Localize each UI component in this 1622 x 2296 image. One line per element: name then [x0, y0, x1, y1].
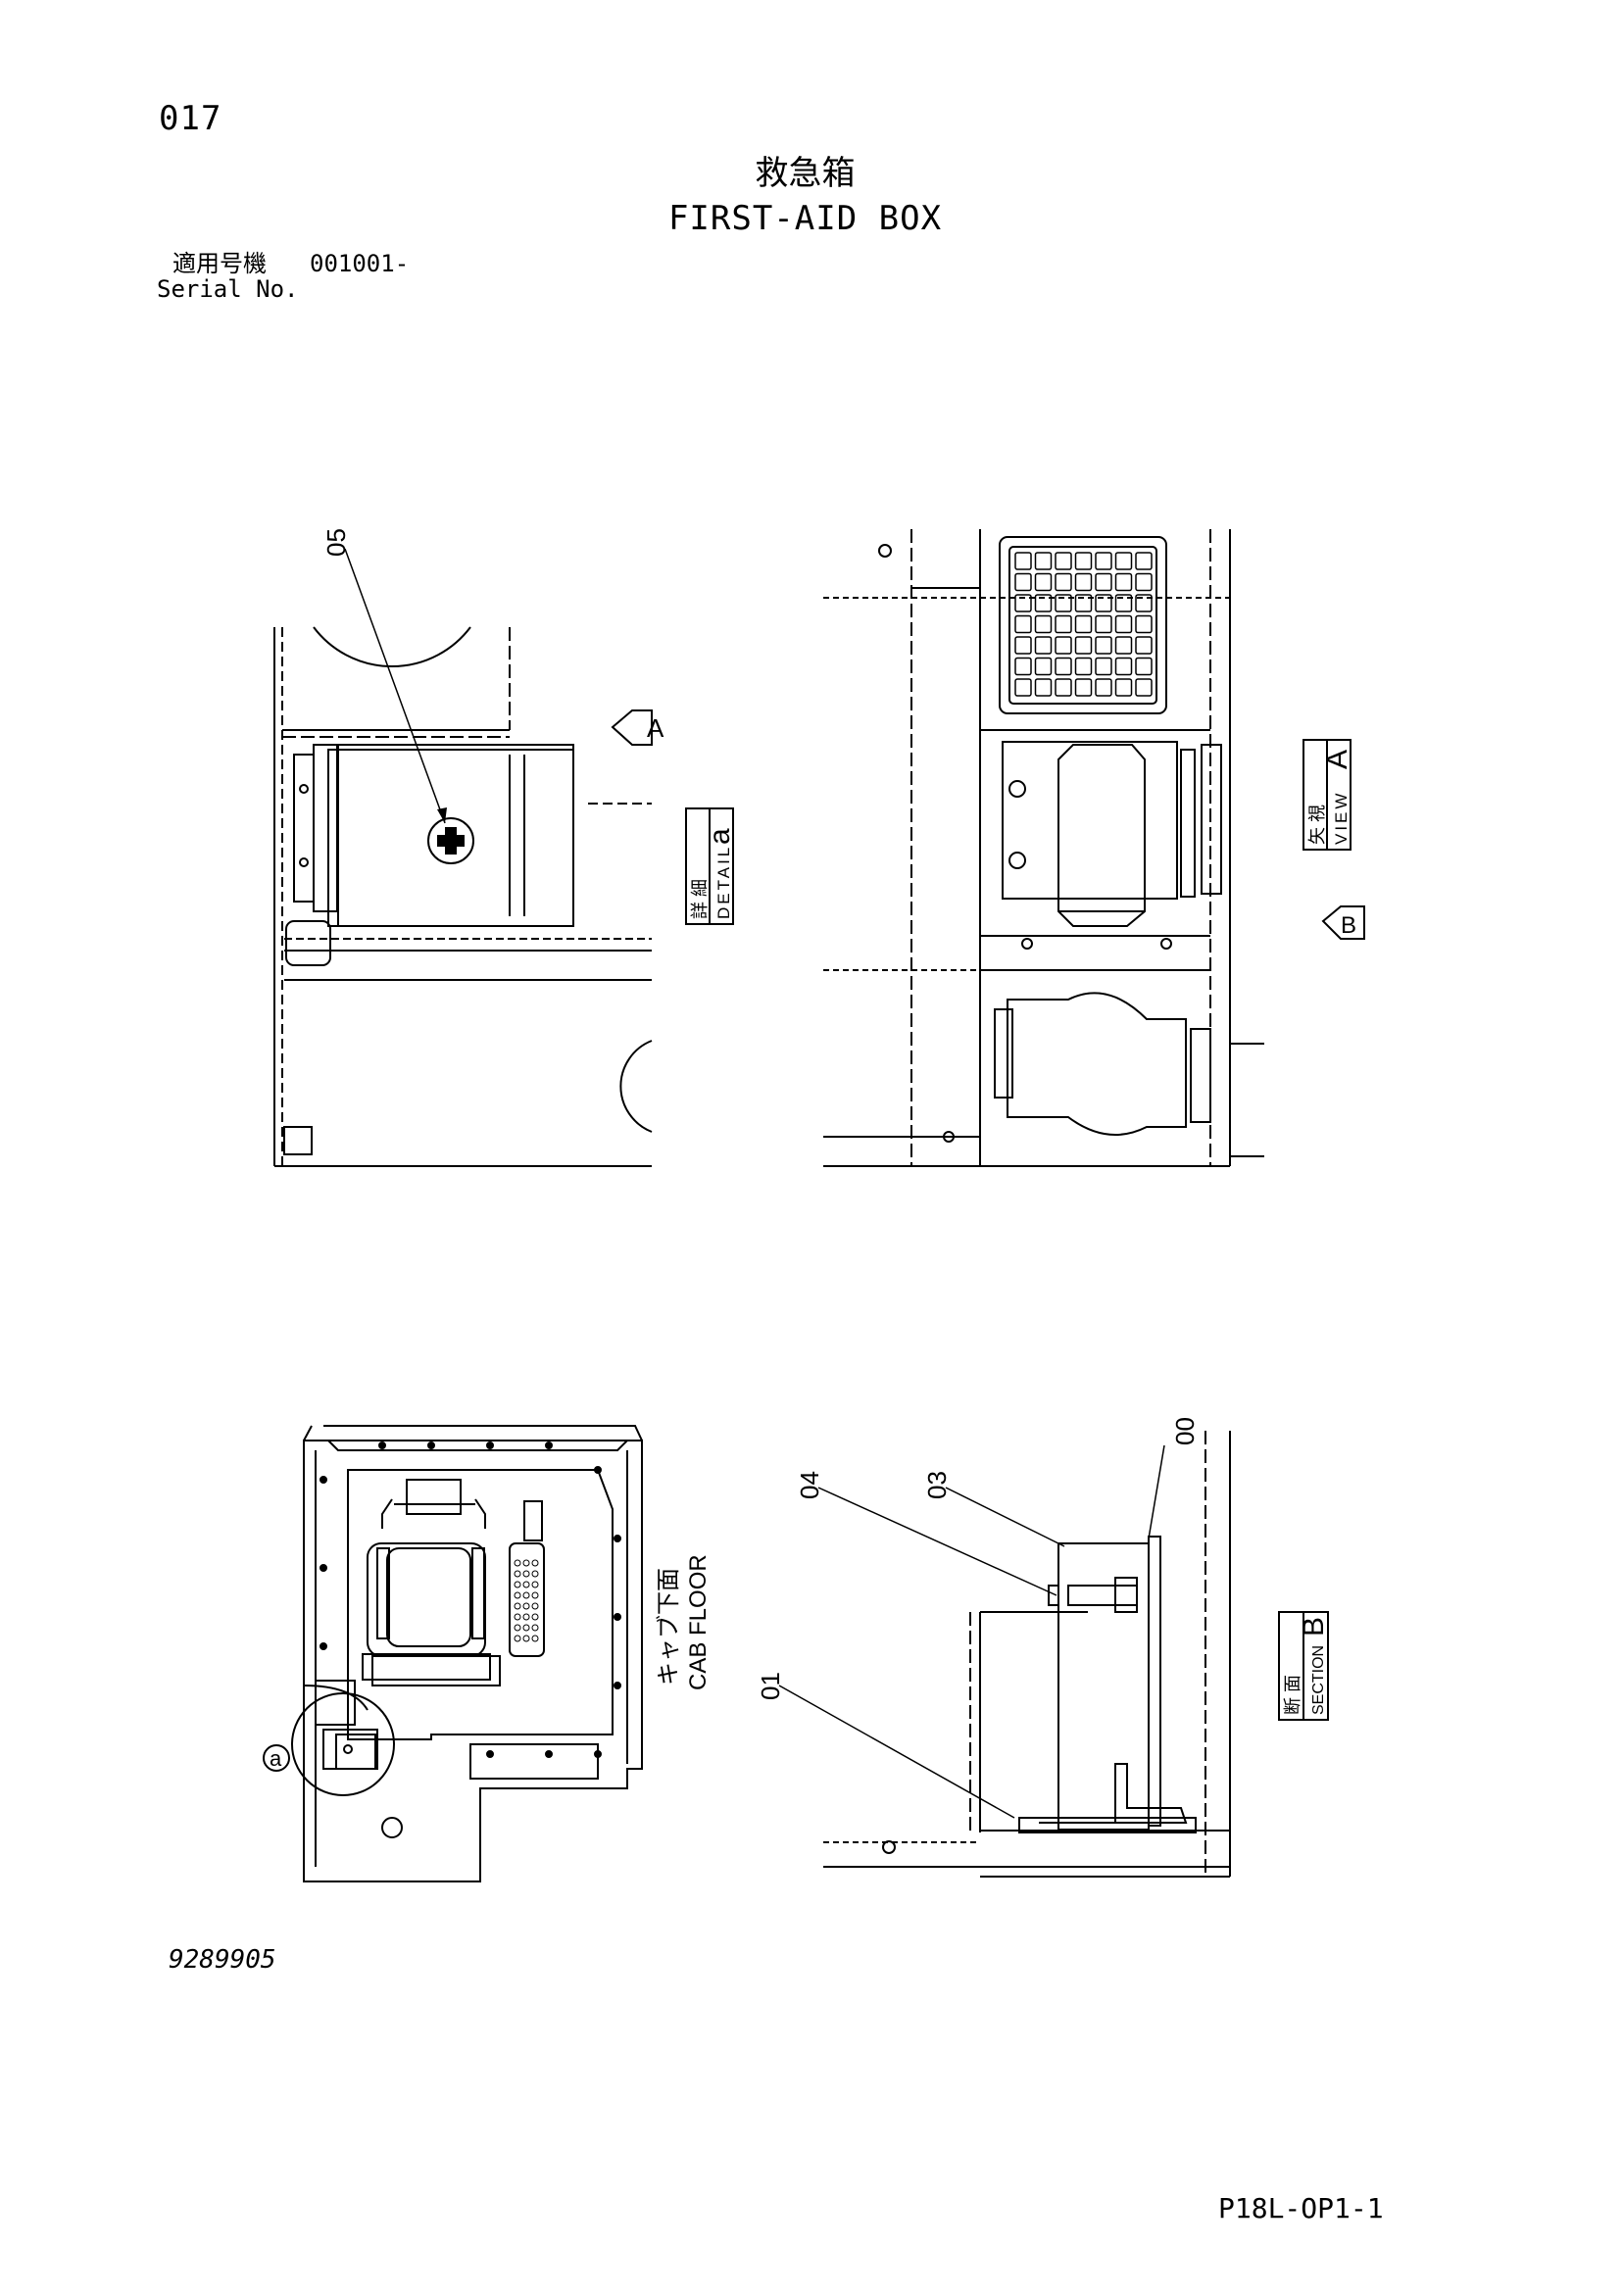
view-label-en: VIEW — [1332, 791, 1351, 845]
detail-a-circle — [291, 1692, 395, 1796]
callout-03: 03 — [922, 1471, 952, 1499]
serial-label-japanese: 適用号機 — [172, 250, 267, 277]
page-number: 017 — [159, 99, 222, 138]
detail-label-en: DETAIL — [714, 845, 733, 919]
drawing-number: 9289905 — [169, 1945, 276, 1975]
detail-label-letter: a — [704, 828, 736, 845]
view-label-jp: 矢 視 — [1307, 805, 1327, 845]
cab-floor-label-jp: キャブ下面 — [656, 1568, 682, 1685]
sheet-code: P18L-OP1-1 — [1218, 2192, 1384, 2224]
serial-label-english: Serial No. — [157, 275, 299, 303]
arrow-a-label: A — [647, 713, 664, 743]
callout-04: 04 — [795, 1471, 824, 1499]
section-label-letter: B — [1298, 1617, 1330, 1637]
callout-05: 05 — [321, 528, 351, 557]
title-english: FIRST-AID BOX — [667, 199, 943, 238]
first-aid-cross-icon — [427, 817, 474, 864]
serial-number-value: 001001- — [310, 250, 410, 277]
callout-01: 01 — [756, 1672, 785, 1700]
circle-label-a — [263, 1744, 290, 1772]
section-arrow-b — [1321, 905, 1365, 940]
vent-grille — [999, 536, 1167, 714]
cab-floor-label-en: CAB FLOOR — [685, 1554, 712, 1690]
section-label-jp: 断 面 — [1283, 1675, 1303, 1715]
view-a-panel — [823, 529, 1365, 1167]
title-japanese: 救急箱 — [755, 154, 856, 193]
callout-00: 00 — [1170, 1417, 1200, 1445]
section-b-panel — [778, 1431, 1329, 1878]
first-aid-box-side — [1002, 741, 1178, 900]
cab-floor-plan — [263, 1425, 643, 1882]
circle-a-letter: a — [270, 1746, 282, 1771]
detail-a-view — [273, 548, 734, 1167]
view-arrow-a — [611, 709, 653, 746]
section-label-en: SECTION — [1310, 1645, 1327, 1715]
view-label-letter: A — [1321, 750, 1353, 769]
detail-label-jp: 詳 細 — [690, 879, 710, 919]
arrow-b-label: B — [1341, 912, 1356, 939]
